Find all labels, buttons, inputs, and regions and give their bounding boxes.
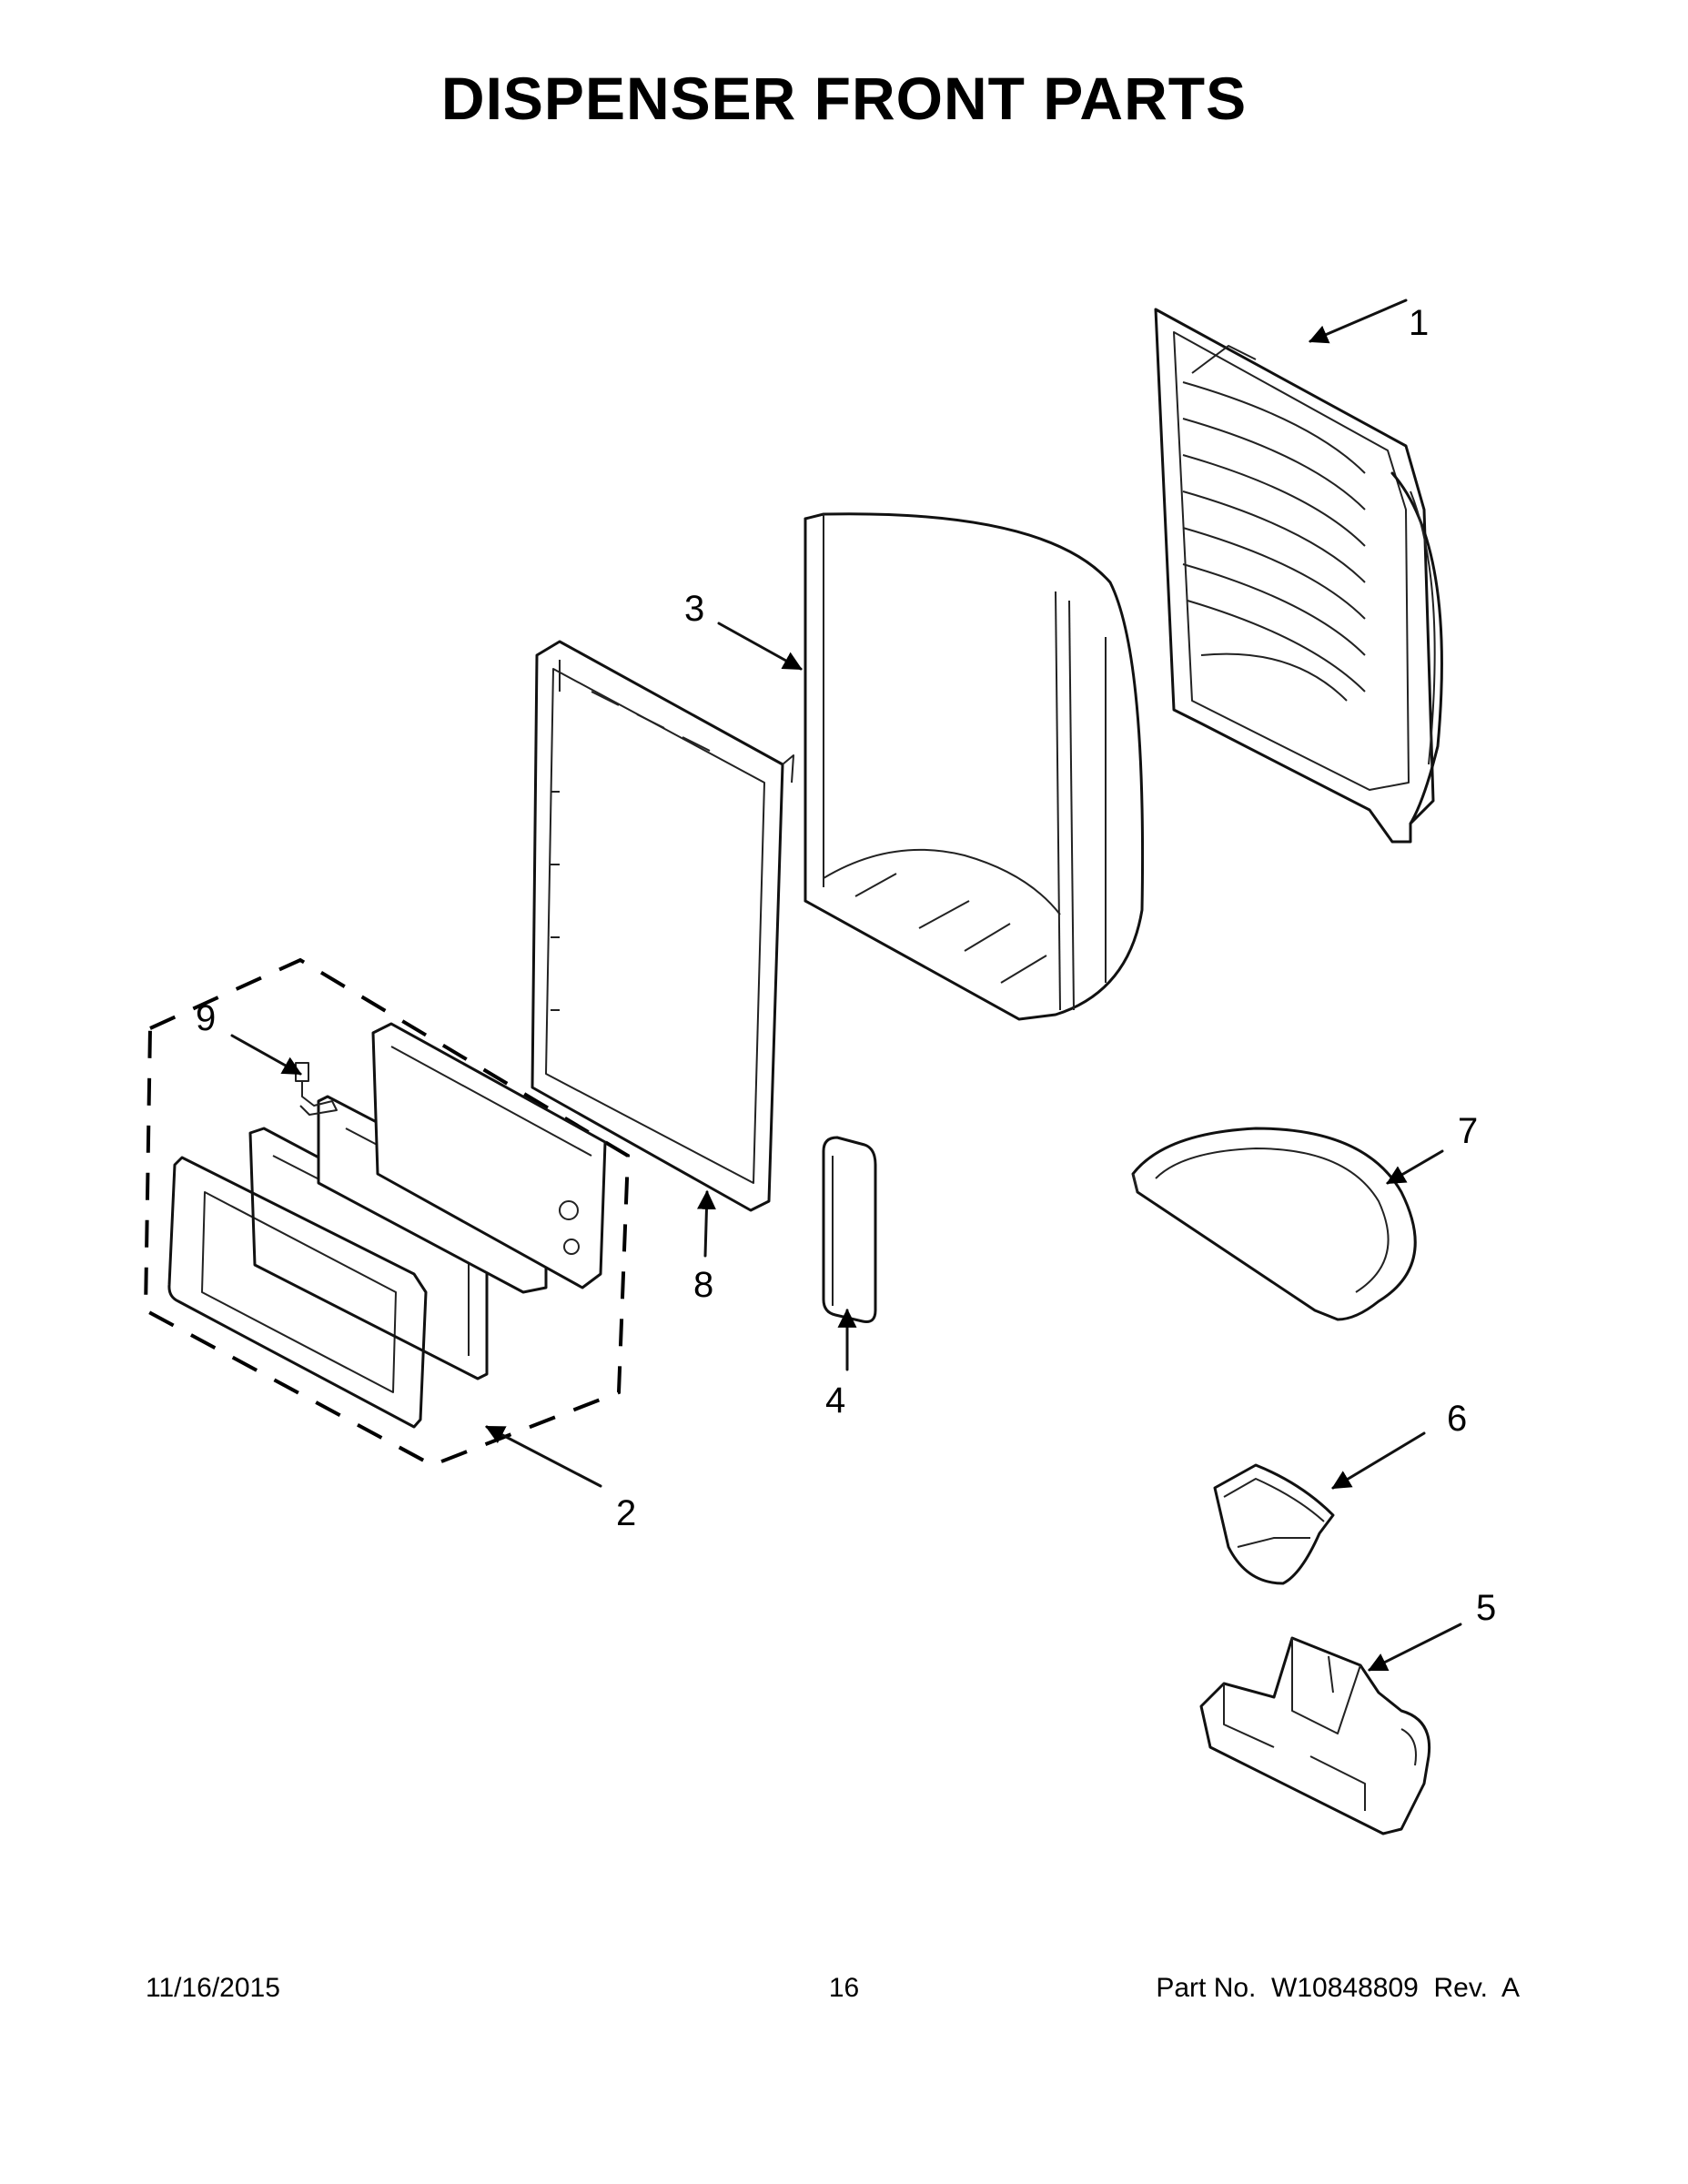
callout-6: 6 [1447, 1399, 1467, 1439]
part-dispenser-trim-frame[interactable] [531, 640, 794, 1212]
part-ice-chute-funnel[interactable] [1213, 1463, 1335, 1585]
part-dispenser-housing[interactable] [1154, 308, 1443, 844]
callout-5: 5 [1476, 1588, 1496, 1628]
part-user-interface-assembly[interactable] [143, 957, 631, 1468]
part-dispenser-pad[interactable] [822, 1136, 877, 1323]
callout-7: 7 [1458, 1111, 1478, 1151]
footer-page-number: 16 [828, 1973, 860, 2003]
leader-lines [230, 298, 1462, 1672]
callout-3: 3 [684, 589, 704, 629]
page-title: DISPENSER FRONT PARTS [440, 65, 1248, 132]
footer-part-number: Part No. W10848809 Rev. A [1156, 1973, 1520, 2003]
callout-9: 9 [196, 998, 216, 1038]
part-drip-tray[interactable] [1131, 1127, 1417, 1321]
callout-2: 2 [616, 1493, 636, 1533]
callout-1: 1 [1409, 303, 1429, 343]
part-dispenser-lever-assembly[interactable] [1199, 1636, 1431, 1835]
callout-8: 8 [693, 1265, 713, 1305]
callout-labels: 1 2 3 4 5 6 7 8 9 [196, 303, 1496, 1628]
footer-date: 11/16/2015 [146, 1973, 280, 2003]
part-dispenser-chute-panel[interactable] [804, 512, 1145, 1021]
callout-4: 4 [825, 1380, 845, 1421]
